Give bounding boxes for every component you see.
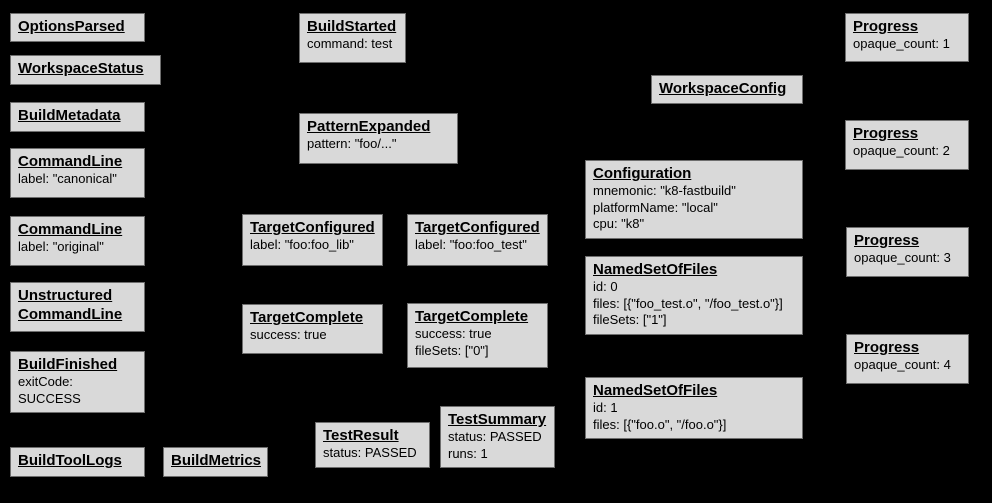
node-body: opaque_count: 1	[853, 36, 950, 51]
node-body: opaque_count: 3	[854, 250, 951, 265]
node-title: TargetConfigured	[415, 219, 540, 236]
node-title: TargetConfigured	[250, 219, 375, 236]
node-title: TestResult	[323, 427, 399, 444]
node-configuration: Configuration mnemonic: "k8-fastbuild" p…	[585, 160, 803, 239]
node-body: exitCode: SUCCESS	[18, 374, 81, 406]
node-progress-2: Progress opaque_count: 2	[845, 120, 969, 170]
node-title: Configuration	[593, 165, 692, 182]
node-build-started: BuildStarted command: test	[299, 13, 406, 63]
node-unstructured-command-line: Unstructured CommandLine	[10, 282, 145, 332]
node-title: CommandLine	[18, 153, 123, 170]
node-target-configured-foo-test: TargetConfigured label: "foo:foo_test"	[407, 214, 548, 266]
node-title: PatternExpanded	[307, 118, 431, 135]
node-progress-1: Progress opaque_count: 1	[845, 13, 969, 62]
node-test-result: TestResult status: PASSED	[315, 422, 430, 468]
node-title: WorkspaceConfig	[659, 80, 787, 97]
node-body: id: 1 files: [{"foo.o", "/foo.o"}]	[593, 400, 727, 432]
node-title: Progress	[854, 339, 920, 356]
node-body: label: "original"	[18, 239, 104, 254]
node-title: Progress	[854, 232, 920, 249]
node-title: BuildStarted	[307, 18, 397, 35]
node-build-metadata: BuildMetadata	[10, 102, 145, 132]
node-test-summary: TestSummary status: PASSED runs: 1	[440, 406, 555, 468]
node-body: opaque_count: 4	[854, 357, 951, 372]
node-body: opaque_count: 2	[853, 143, 950, 158]
node-body: status: PASSED	[323, 445, 417, 460]
node-target-configured-foo-lib: TargetConfigured label: "foo:foo_lib"	[242, 214, 383, 266]
node-command-line-canonical: CommandLine label: "canonical"	[10, 148, 145, 198]
node-build-tool-logs: BuildToolLogs	[10, 447, 145, 477]
node-named-set-of-files-1: NamedSetOfFiles id: 1 files: [{"foo.o", …	[585, 377, 803, 439]
node-title: OptionsParsed	[18, 18, 125, 35]
node-title: WorkspaceStatus	[18, 60, 144, 77]
node-title: BuildMetrics	[171, 452, 262, 469]
node-command-line-original: CommandLine label: "original"	[10, 216, 145, 266]
node-title: TestSummary	[448, 411, 547, 428]
node-options-parsed: OptionsParsed	[10, 13, 145, 42]
node-body: success: true fileSets: ["0"]	[415, 326, 492, 358]
node-body: status: PASSED runs: 1	[448, 429, 542, 461]
node-title: BuildMetadata	[18, 107, 121, 124]
node-title: Unstructured CommandLine	[18, 287, 123, 323]
node-body: success: true	[250, 327, 327, 342]
node-workspace-status: WorkspaceStatus	[10, 55, 161, 85]
node-target-complete-foo-lib: TargetComplete success: true	[242, 304, 383, 354]
node-named-set-of-files-0: NamedSetOfFiles id: 0 files: [{"foo_test…	[585, 256, 803, 335]
node-title: BuildToolLogs	[18, 452, 122, 469]
node-title: TargetComplete	[415, 308, 529, 325]
node-build-metrics: BuildMetrics	[163, 447, 268, 477]
node-body: mnemonic: "k8-fastbuild" platformName: "…	[593, 183, 736, 231]
node-workspace-config: WorkspaceConfig	[651, 75, 803, 104]
node-progress-3: Progress opaque_count: 3	[846, 227, 969, 277]
node-title: Progress	[853, 125, 919, 142]
node-title: NamedSetOfFiles	[593, 382, 718, 399]
node-target-complete-foo-test: TargetComplete success: true fileSets: […	[407, 303, 548, 368]
node-title: TargetComplete	[250, 309, 364, 326]
node-title: CommandLine	[18, 221, 123, 238]
node-title: NamedSetOfFiles	[593, 261, 718, 278]
node-body: label: "foo:foo_lib"	[250, 237, 354, 252]
node-body: id: 0 files: [{"foo_test.o", "/foo_test.…	[593, 279, 783, 327]
node-progress-4: Progress opaque_count: 4	[846, 334, 969, 384]
node-body: pattern: "foo/..."	[307, 136, 397, 151]
node-title: Progress	[853, 18, 919, 35]
node-build-finished: BuildFinished exitCode: SUCCESS	[10, 351, 145, 413]
node-body: command: test	[307, 36, 393, 51]
node-pattern-expanded: PatternExpanded pattern: "foo/..."	[299, 113, 458, 164]
node-title: BuildFinished	[18, 356, 118, 373]
node-body: label: "canonical"	[18, 171, 117, 186]
node-body: label: "foo:foo_test"	[415, 237, 527, 252]
